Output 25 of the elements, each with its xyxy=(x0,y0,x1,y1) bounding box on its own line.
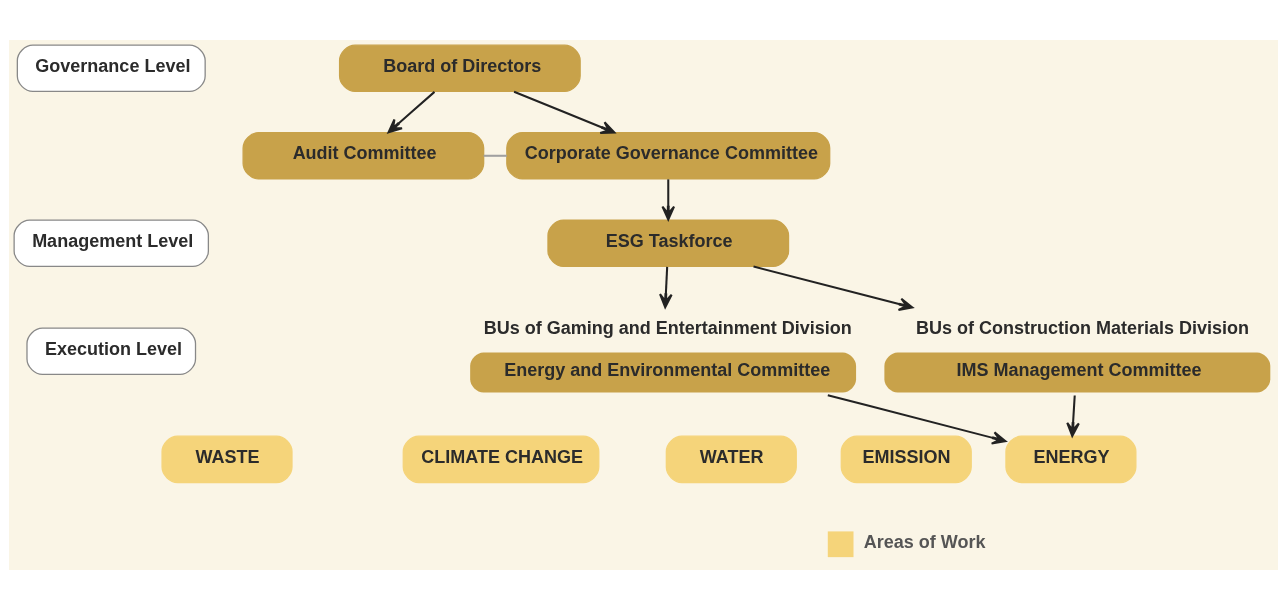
node-box: Audit Committee xyxy=(242,131,485,180)
node-box: ENERGY xyxy=(1005,435,1137,483)
node-box: WATER xyxy=(665,435,797,483)
node-box: Management Level xyxy=(13,218,209,267)
node-box: Execution Level xyxy=(26,327,197,375)
node-box: Corporate Governance Committee xyxy=(506,131,831,180)
legend-label: Areas of Work xyxy=(863,531,986,552)
node-box: Energy and Environmental Committee xyxy=(470,352,857,392)
node-box: WASTE xyxy=(161,435,293,483)
arrow xyxy=(1066,394,1080,437)
arrow xyxy=(659,266,673,308)
node-label: BUs of Construction Materials Division xyxy=(915,317,1249,338)
arrow xyxy=(387,90,436,133)
arrow xyxy=(513,90,616,134)
node-box: Governance Level xyxy=(16,44,206,92)
node-box: IMS Management Committee xyxy=(884,352,1271,392)
node-box: Board of Directors xyxy=(338,44,581,92)
node-box: ESG Taskforce xyxy=(547,218,790,267)
arrow xyxy=(661,178,676,221)
node-box: EMISSION xyxy=(840,435,972,483)
connector xyxy=(483,154,507,157)
arrow xyxy=(753,265,914,311)
arrow xyxy=(827,393,1007,445)
node-label: BUs of Gaming and Entertainment Division xyxy=(483,317,852,338)
node-box: CLIMATE CHANGE xyxy=(402,435,600,483)
